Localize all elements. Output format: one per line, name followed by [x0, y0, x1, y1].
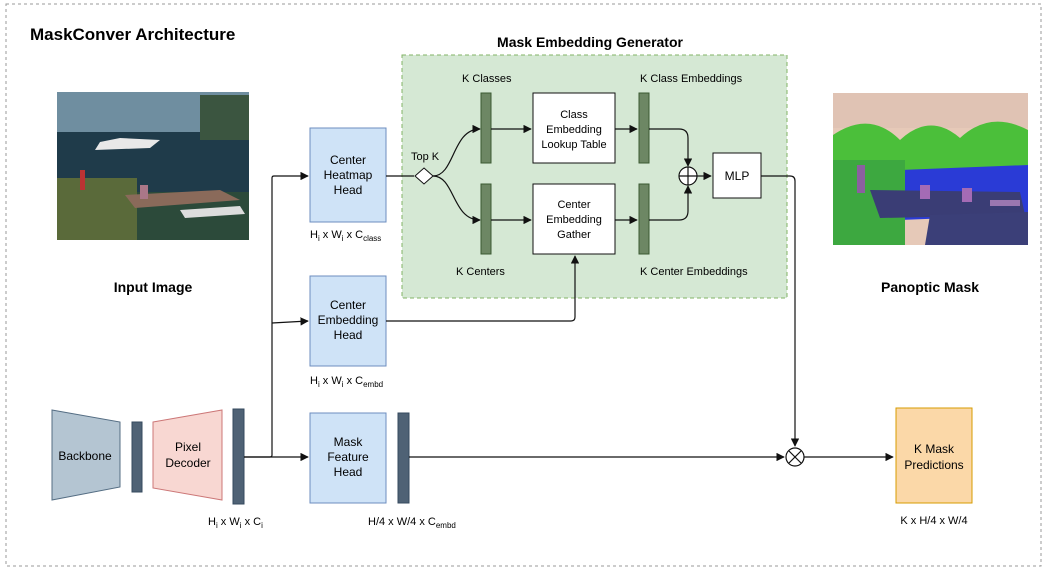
k-class-embeddings-label: K Class Embeddings	[640, 73, 743, 85]
lookup-line1: Class	[560, 109, 588, 121]
backbone-feature-bar	[131, 421, 143, 493]
center-embedding-head	[309, 275, 387, 367]
embedding-head-line3: Head	[334, 328, 363, 342]
input-image	[57, 92, 249, 240]
pixel-decoder-line2: Decoder	[165, 456, 210, 470]
top-k-diamond	[414, 167, 434, 185]
pixel-decoder-line1: Pixel	[175, 440, 201, 454]
heatmap-head-line1: Center	[330, 153, 366, 167]
multiply-node	[785, 447, 805, 467]
k-centers-bar	[480, 183, 492, 255]
gather-line1: Center	[557, 199, 590, 211]
k-mask-predictions-block	[895, 407, 973, 504]
k-center-embeddings-label: K Center Embeddings	[640, 266, 748, 278]
decoder-to-embedding-arrow	[271, 317, 309, 326]
diagram-title: MaskConver Architecture	[30, 25, 235, 44]
class-emb-to-sum-arrow	[649, 128, 693, 167]
decoder-feature-bar	[232, 408, 245, 505]
embedding-head-line1: Center	[330, 298, 366, 312]
lookup-line3: Lookup Table	[541, 139, 606, 151]
mask-head-line3: Head	[334, 465, 363, 479]
predictions-line1: K Mask	[914, 442, 955, 456]
decoder-to-heatmap-arrow	[244, 171, 309, 458]
mlp-to-multiply-arrow	[761, 175, 800, 447]
top-k-label: Top K	[411, 151, 440, 163]
embedding-to-gather-arrow	[386, 255, 580, 322]
heatmap-head-line3: Head	[334, 183, 363, 197]
embedding-dims: Hi x Wi x Cembd	[310, 375, 383, 389]
backbone-block	[51, 409, 121, 501]
k-centers-label: K Centers	[456, 266, 505, 278]
k-center-embeddings-bar	[638, 183, 650, 255]
center-emb-to-sum-arrow	[649, 185, 693, 221]
embedding-head-line2: Embedding	[318, 313, 379, 327]
heatmap-head-line2: Heatmap	[324, 168, 373, 182]
pixel-decoder-block	[152, 409, 223, 501]
mask-feature-dims: H/4 x W/4 x Cembd	[368, 516, 456, 530]
class-embedding-lookup-table	[532, 92, 616, 164]
outer-frame	[5, 3, 1042, 567]
backbone-label: Backbone	[58, 449, 112, 463]
mask-feature-bar	[397, 412, 410, 504]
gather-line3: Gather	[557, 229, 591, 241]
topk-to-centers-arrow	[432, 175, 481, 225]
mask-head-line1: Mask	[334, 435, 364, 449]
mask-head-line2: Feature	[327, 450, 369, 464]
predictions-line2: Predictions	[904, 458, 963, 472]
output-dims: K x H/4 x W/4	[900, 515, 967, 527]
k-class-embeddings-bar	[638, 92, 650, 164]
topk-to-classes-arrow	[432, 124, 481, 177]
lookup-line2: Embedding	[546, 124, 602, 136]
generator-title: Mask Embedding Generator	[497, 34, 683, 50]
mask-feature-head	[309, 412, 387, 504]
sum-node	[678, 166, 698, 186]
decoder-dims: Hi x Wi x Ci	[208, 516, 263, 530]
mlp-block	[712, 152, 762, 199]
input-image-label: Input Image	[114, 279, 193, 295]
center-heatmap-head	[309, 127, 387, 223]
k-classes-bar	[480, 92, 492, 164]
panoptic-mask-image	[833, 93, 1028, 245]
k-classes-label: K Classes	[462, 73, 512, 85]
center-embedding-gather	[532, 183, 616, 255]
panoptic-mask-label: Panoptic Mask	[881, 279, 979, 295]
heatmap-dims: Hi x Wi x Cclass	[310, 229, 381, 243]
gather-line2: Embedding	[546, 214, 602, 226]
mlp-label: MLP	[725, 169, 750, 183]
